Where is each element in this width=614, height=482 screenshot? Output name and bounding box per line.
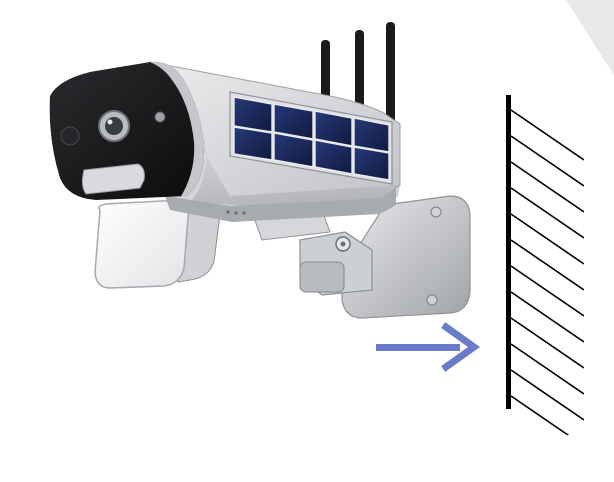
- camera-lens-inner: [105, 117, 123, 135]
- solar-cell: [314, 110, 353, 147]
- camera-shell-main: [150, 61, 400, 214]
- corner-shade: [566, 0, 614, 75]
- camera-sensor-panel: [81, 163, 145, 195]
- camera-face-bezel: [150, 61, 204, 198]
- solar-cell: [353, 146, 390, 181]
- solar-cell: [273, 103, 314, 140]
- camera-ir-sensor: [60, 126, 80, 146]
- direction-arrow: [376, 322, 481, 372]
- camera-indicator: [154, 111, 166, 123]
- antenna-right: [386, 22, 395, 130]
- solar-panel: [229, 91, 393, 185]
- wall-line: [506, 95, 511, 409]
- solar-cell: [273, 132, 314, 168]
- arrow-head: [441, 322, 481, 372]
- solar-cell: [233, 126, 273, 161]
- mount-plate: [341, 195, 471, 319]
- solar-cell: [314, 139, 353, 175]
- camera-vent: [226, 210, 246, 215]
- camera-lens-glint: [107, 119, 113, 125]
- floodlight-lens: [94, 199, 190, 289]
- arrow-shaft: [376, 344, 460, 351]
- camera-shell-lower: [165, 188, 396, 222]
- solar-cells: [233, 96, 390, 181]
- solar-cell: [353, 117, 390, 153]
- mount-knob-center: [340, 241, 346, 247]
- wall-symbol: [506, 95, 584, 435]
- wall-hatching: [510, 109, 584, 435]
- mount-joint: [299, 261, 345, 293]
- solar-cell: [233, 96, 273, 133]
- mount-screw-bottom: [426, 294, 438, 306]
- mount-screw-top: [430, 206, 442, 218]
